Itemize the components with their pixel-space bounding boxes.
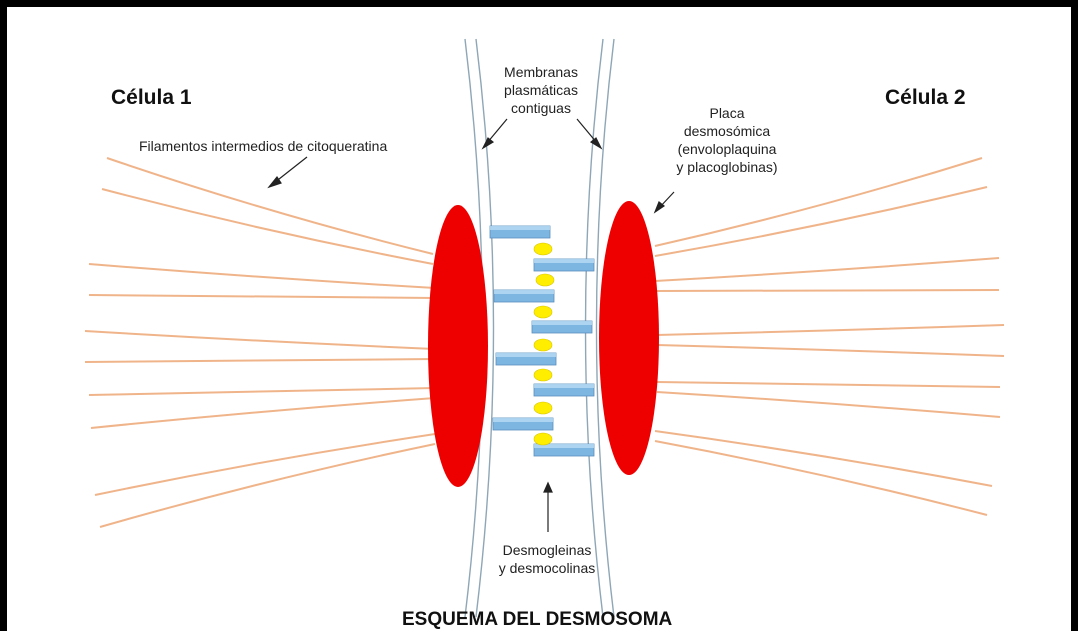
- cell-1-label: Célula 1: [111, 86, 192, 109]
- filament-right: [656, 344, 1005, 357]
- filament-left: [88, 387, 436, 396]
- filaments-label: Filamentos intermedios de citoqueratina: [139, 138, 388, 154]
- filament-right: [654, 257, 1000, 282]
- membranes-label: Membranas plasmáticas contiguas: [491, 63, 591, 117]
- filament-left: [101, 188, 434, 265]
- arrow-membrane-right-head: [589, 137, 603, 150]
- filament-right: [656, 324, 1005, 336]
- connector-left: [492, 417, 554, 431]
- membrane-left-inner: [475, 38, 495, 618]
- connector-left: [489, 225, 551, 239]
- filament-right: [656, 381, 1001, 388]
- adhesion-dot: [535, 273, 555, 287]
- filament-left: [90, 397, 436, 429]
- filament-left: [84, 358, 436, 363]
- filament-left: [84, 330, 436, 350]
- arrow-filaments: [273, 156, 308, 184]
- filament-right: [654, 430, 993, 487]
- cell-2-label: Célula 2: [885, 86, 966, 109]
- plaque-label-line: y placoglobinas): [676, 159, 778, 175]
- adhesion-dot: [533, 432, 553, 446]
- connector-right: [533, 443, 595, 457]
- connector-right: [533, 258, 595, 272]
- filament-left: [88, 294, 436, 299]
- adhesion-dot: [533, 305, 553, 319]
- connector-right: [531, 320, 593, 334]
- cadherins-label: Desmogleinas y desmocolinas: [487, 541, 607, 577]
- adhesion-dot: [533, 401, 553, 415]
- connector-left: [495, 352, 557, 366]
- arrow-plaque-head: [653, 201, 666, 214]
- filament-left: [88, 263, 436, 289]
- filament-right: [654, 440, 988, 516]
- filament-right: [654, 289, 1000, 292]
- plaque-label: Placa desmosómica (envoloplaquina y plac…: [667, 104, 787, 176]
- adhesion-dot: [533, 242, 553, 256]
- connector-right: [533, 383, 595, 397]
- arrow-membrane-right: [576, 118, 598, 144]
- arrow-cadherins-head: [543, 481, 553, 493]
- connector-group: [489, 225, 595, 457]
- membranes-label-line: contiguas: [511, 100, 571, 116]
- arrow-membrane-left-head: [481, 137, 495, 150]
- filament-left: [106, 157, 434, 255]
- adhesion-dot: [533, 338, 553, 352]
- plaque-label-line: desmosómica: [683, 123, 771, 139]
- membranes-label-line: plasmáticas: [504, 82, 578, 98]
- connector-left: [493, 289, 555, 303]
- filament-group: [84, 157, 1005, 528]
- plaque-left: [428, 205, 488, 487]
- desmosome-diagram: [84, 38, 1005, 618]
- filament-left: [94, 433, 436, 496]
- filament-left: [99, 443, 436, 528]
- filament-right: [654, 186, 988, 257]
- membranes-label-line: Membranas: [504, 64, 578, 80]
- filament-right: [656, 391, 1001, 418]
- cadherins-label-line: y desmocolinas: [498, 560, 596, 576]
- plaque-label-line: Placa: [709, 105, 745, 121]
- arrow-filaments-head: [267, 175, 282, 189]
- filament-right: [654, 157, 983, 247]
- membrane-right-outer: [595, 38, 615, 618]
- plaque-label-line: (envoloplaquina: [677, 141, 777, 157]
- plaque-right: [599, 201, 659, 475]
- diagram-title: ESQUEMA DEL DESMOSOMA: [402, 609, 673, 630]
- adhesion-dot: [533, 368, 553, 382]
- cadherins-label-line: Desmogleinas: [502, 542, 592, 558]
- arrow-membrane-left: [486, 118, 508, 144]
